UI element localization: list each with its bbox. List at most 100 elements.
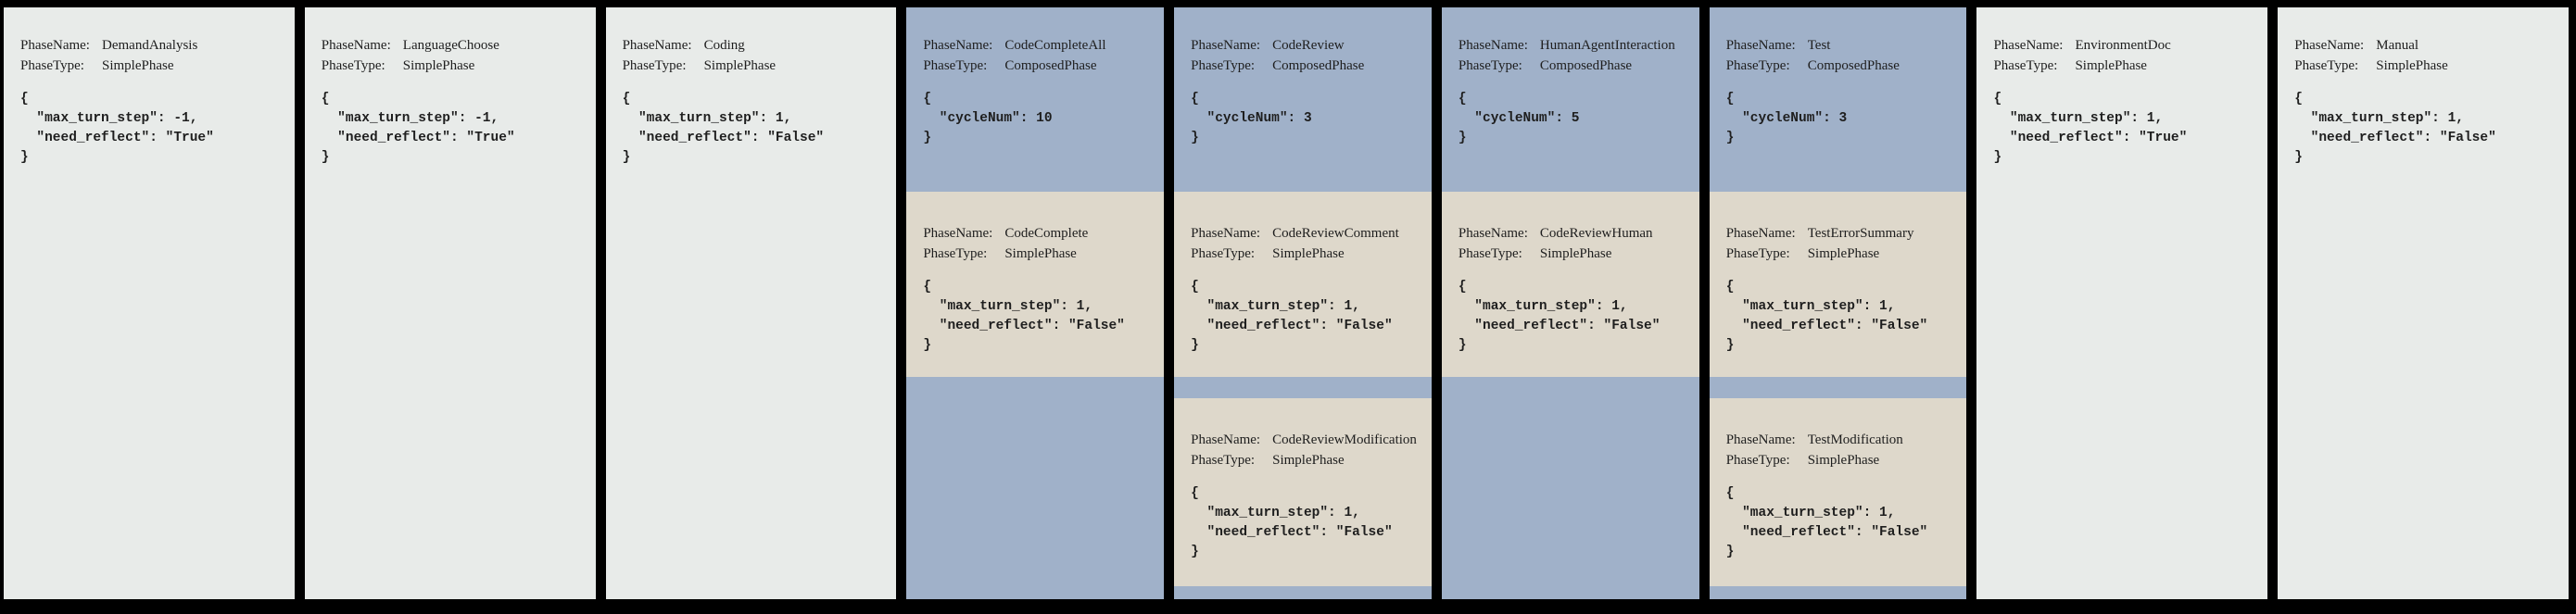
phase-type-label: PhaseType:: [1725, 246, 1790, 261]
phase-name-label: PhaseName:: [1725, 38, 1796, 53]
phase-type-value: SimplePhase: [1807, 453, 1880, 468]
composed-phase-header: PhaseName:CodeCompleteAll PhaseType: Comp…: [906, 7, 1164, 192]
phase-type-label: PhaseType:: [20, 58, 84, 73]
phase-config-json: { "max_turn_step": 1, "need_reflect": "F…: [622, 92, 825, 165]
phase-type-label: PhaseType:: [923, 58, 988, 73]
phase-name-label: PhaseName:: [1191, 226, 1261, 241]
phase-type-row: PhaseType: SimplePhase: [623, 56, 880, 76]
phase-type-row: PhaseType: SimplePhase: [1191, 244, 1415, 264]
phase-type-value: SimplePhase: [402, 58, 475, 73]
composed-phase-header: PhaseName:CodeReview PhaseType:ComposedP…: [1174, 7, 1432, 192]
phase-name-value: HumanAgentInteraction: [1539, 38, 1675, 53]
phase-config-json: { "cycleNum": 3 }: [1725, 92, 1848, 145]
phase-config-json: { "cycleNum": 5 }: [1458, 92, 1580, 145]
phase-name-row: PhaseName:DemandAnalysis: [20, 35, 278, 56]
phase-name-label: PhaseName:: [1191, 432, 1261, 447]
phase-type-row: PhaseType: ComposedPhase: [1191, 56, 1415, 76]
phase-card-code-complete-all: PhaseName:CodeCompleteAll PhaseType: Comp…: [906, 7, 1165, 599]
phase-type-label: PhaseType:: [923, 246, 988, 261]
phase-name-value: CodeReviewHuman: [1539, 226, 1653, 241]
phase-type-label: PhaseType:: [1191, 58, 1256, 73]
phase-type-label: PhaseType:: [1725, 58, 1790, 73]
phase-name-row: PhaseName: HumanAgentInteraction: [1458, 35, 1683, 56]
phase-type-value: ComposedPhase: [1004, 58, 1097, 73]
phase-config-json: { "max_turn_step": -1, "need_reflect": "…: [321, 92, 515, 165]
phase-name-value: EnvironmentDoc: [2075, 38, 2171, 53]
composed-phase-filler: [1442, 377, 1699, 599]
phase-type-row: PhaseType: SimplePhase: [1726, 450, 1951, 470]
subphase-card-code-review-modification: PhaseName: CodeReviewModification PhaseTy…: [1174, 398, 1432, 586]
phase-type-label: PhaseType:: [1191, 246, 1256, 261]
phase-name-label: PhaseName:: [1458, 38, 1528, 53]
phase-type-value: SimplePhase: [1272, 453, 1345, 468]
phase-type-value: ComposedPhase: [1807, 58, 1900, 73]
phase-type-value: SimplePhase: [1004, 246, 1077, 261]
phase-name-label: PhaseName:: [1725, 432, 1796, 447]
composed-phase-filler: [1174, 586, 1432, 599]
phase-name-value: CodeReviewModification: [1272, 432, 1417, 447]
phase-type-label: PhaseType:: [1725, 453, 1790, 468]
phase-config-json: { "cycleNum": 3 }: [1191, 92, 1312, 145]
phase-name-label: PhaseName:: [321, 38, 391, 53]
phase-name-row: PhaseName: CodeReviewHuman: [1458, 223, 1683, 244]
phase-config-json: { "max_turn_step": 1, "need_reflect": "F…: [1458, 280, 1661, 353]
phase-name-label: PhaseName:: [923, 226, 993, 241]
phase-name-value: CodeReview: [1272, 38, 1345, 53]
phase-type-label: PhaseType:: [321, 58, 385, 73]
phase-type-row: PhaseType: SimplePhase: [20, 56, 278, 76]
phase-name-value: Manual: [2376, 38, 2419, 53]
subphase-card-code-complete: PhaseName: CodeComplete PhaseType: SimpleP…: [906, 192, 1165, 377]
phase-config-json: { "max_turn_step": 1, "need_reflect": "F…: [923, 280, 1125, 353]
phase-name-row: PhaseName:TestErrorSummary: [1726, 223, 1951, 244]
phase-card-manual: PhaseName:Manual PhaseType:SimplePhase {…: [2278, 7, 2570, 599]
phase-type-value: SimplePhase: [703, 58, 777, 73]
composed-phase-filler: [1710, 586, 1967, 599]
phase-card-human-agent-interaction: PhaseName: HumanAgentInteraction PhaseTyp…: [1441, 7, 1699, 599]
phase-name-row: PhaseName: TestModification: [1726, 430, 1951, 450]
phase-name-value: Coding: [703, 38, 745, 53]
phase-card-language-choose: PhaseName: LanguageChoose PhaseType: Simpl…: [304, 7, 596, 599]
phase-name-row: PhaseName:CodeReviewComment: [1191, 223, 1415, 244]
phase-type-value: SimplePhase: [102, 58, 174, 73]
phase-config-json: { "max_turn_step": -1, "need_reflect": "…: [20, 92, 214, 165]
phase-name-label: PhaseName:: [923, 38, 993, 53]
phase-type-label: PhaseType:: [1191, 453, 1256, 468]
phase-type-label: PhaseType:: [622, 58, 687, 73]
phase-name-label: PhaseName:: [1725, 226, 1796, 241]
phase-name-label: PhaseName:: [2294, 38, 2365, 53]
phase-type-row: PhaseType:SimplePhase: [1993, 56, 2251, 76]
phase-type-row: PhaseType: ComposedPhase: [1726, 56, 1951, 76]
phase-type-row: PhaseType:SimplePhase: [1458, 244, 1683, 264]
phase-name-value: LanguageChoose: [402, 38, 499, 53]
phase-type-value: SimplePhase: [1539, 246, 1612, 261]
phase-type-value: ComposedPhase: [1539, 58, 1633, 73]
phase-config-json: { "max_turn_step": 1, "need_reflect": "T…: [1993, 92, 2188, 165]
phase-name-row: PhaseName: EnvironmentDoc: [1993, 35, 2251, 56]
phase-name-value: Test: [1807, 38, 1831, 53]
phase-name-label: PhaseName:: [1458, 226, 1528, 241]
phase-name-row: PhaseName: Test: [1726, 35, 1951, 56]
phase-name-row: PhaseName: CodeReviewModification: [1191, 430, 1417, 450]
composed-phase-header: PhaseName:HumanAgentInteraction PhaseTyp…: [1442, 7, 1699, 192]
phase-type-value: SimplePhase: [1272, 246, 1345, 261]
phase-name-row: PhaseName:CodeCompleteAll: [923, 35, 1147, 56]
composed-phase-filler: [906, 377, 1164, 599]
phase-type-value: ComposedPhase: [1272, 58, 1365, 73]
phase-card-code-review: PhaseName: CodeReview PhaseType: ComposedP…: [1174, 7, 1432, 599]
phase-name-row: PhaseName: LanguageChoose: [322, 35, 579, 56]
subphase-card-code-review-human: PhaseName: CodeReviewHuman PhaseType:Simp…: [1441, 192, 1699, 377]
phase-type-row: PhaseType: SimplePhase: [923, 244, 1147, 264]
phase-name-label: PhaseName:: [1993, 38, 2064, 53]
phase-name-value: TestModification: [1807, 432, 1903, 447]
phase-name-label: PhaseName:: [622, 38, 692, 53]
phase-type-value: SimplePhase: [2376, 58, 2448, 73]
phase-card-test: PhaseName: Test PhaseType: ComposedPhase {…: [1709, 7, 1967, 599]
phase-config-json: { "max_turn_step": 1, "need_reflect": "F…: [2294, 92, 2496, 165]
subphase-card-test-modification: PhaseName: TestModification PhaseType: Sim…: [1709, 398, 1967, 586]
phase-name-value: CodeComplete: [1004, 226, 1089, 241]
phase-name-row: PhaseName: CodeComplete: [923, 223, 1147, 244]
phase-config-json: { "cycleNum": 10 }: [923, 92, 1053, 145]
phase-config-json: { "max_turn_step": 1, "need_reflect": "F…: [1725, 280, 1928, 353]
phase-card-environment-doc: PhaseName: EnvironmentDoc PhaseType:Simpl…: [1976, 7, 2268, 599]
